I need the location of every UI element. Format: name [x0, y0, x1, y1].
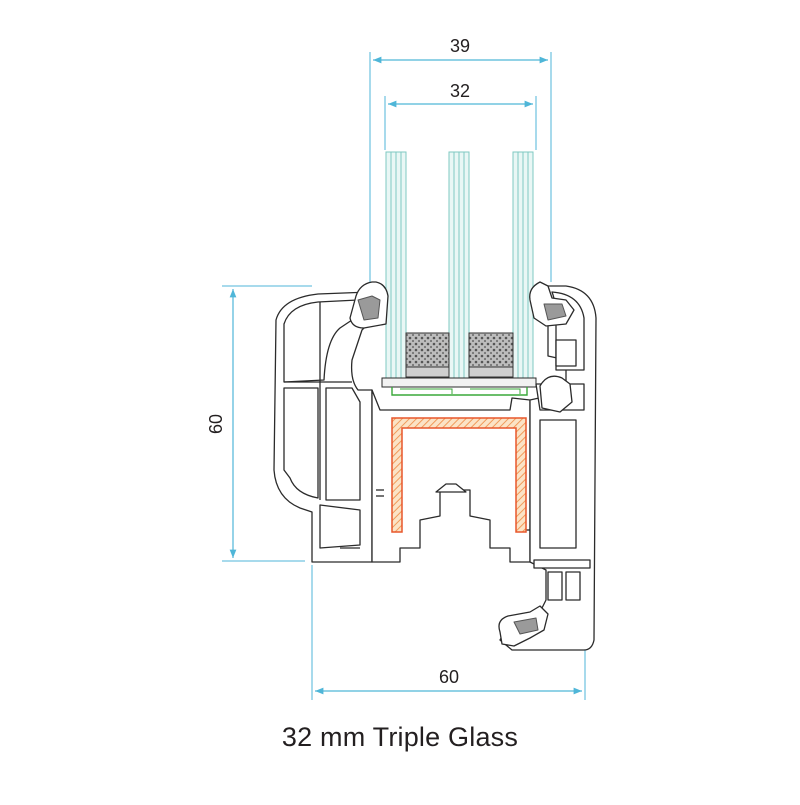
steel-reinforcement — [391, 417, 527, 533]
diagram-caption: 32 mm Triple Glass — [281, 722, 519, 752]
dimension-overall-glass-width: 39 — [369, 36, 552, 282]
dimension-label-60-vertical: 60 — [206, 414, 226, 434]
pvc-profile — [273, 281, 597, 651]
triple-glass-panes — [385, 151, 534, 379]
dimension-frame-height: 60 — [206, 285, 312, 562]
dimension-glass-pack-width: 32 — [384, 81, 537, 150]
dimension-label-32: 32 — [450, 81, 470, 101]
glass-bottom-seal — [381, 377, 537, 396]
dimension-label-39: 39 — [450, 36, 470, 56]
glass-spacers — [405, 332, 514, 378]
dimension-label-60-horizontal: 60 — [439, 667, 459, 687]
dimension-frame-depth: 60 — [311, 565, 586, 700]
